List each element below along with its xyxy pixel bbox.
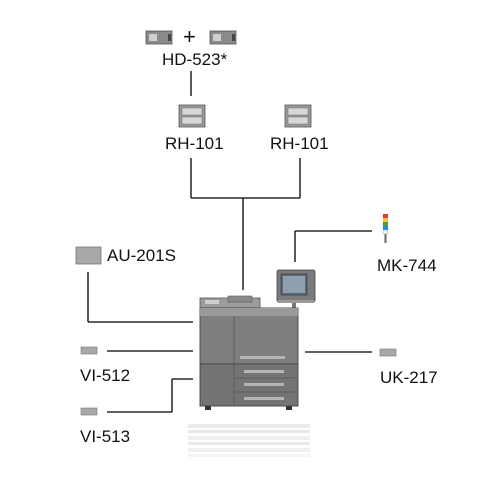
uk-217-label: UK-217 <box>380 368 438 387</box>
printer-icon <box>199 269 316 410</box>
removable-hdd-unit-icon <box>178 104 206 128</box>
plus-sign: + <box>183 24 196 49</box>
hd-523-label: HD-523* <box>162 50 228 69</box>
mk-744-label: MK-744 <box>377 256 437 275</box>
printer-reflection <box>188 424 310 457</box>
signal-tower-icon <box>382 214 389 243</box>
authentication-unit-icon <box>75 246 102 265</box>
connector-lines <box>87 71 372 413</box>
hard-disk-icon <box>209 30 237 45</box>
video-interface-icon <box>80 346 98 355</box>
vi-512-label: VI-512 <box>80 366 131 385</box>
video-interface-icon <box>80 407 98 416</box>
vi-513-label: VI-513 <box>80 427 131 446</box>
rh-101-right-label: RH-101 <box>270 134 329 153</box>
rh-101-left-label: RH-101 <box>165 134 224 153</box>
au-201s-label: AU-201S <box>107 246 176 265</box>
usb-kit-icon <box>379 348 397 357</box>
removable-hdd-unit-icon <box>284 104 312 128</box>
hard-disk-icon <box>145 30 173 45</box>
